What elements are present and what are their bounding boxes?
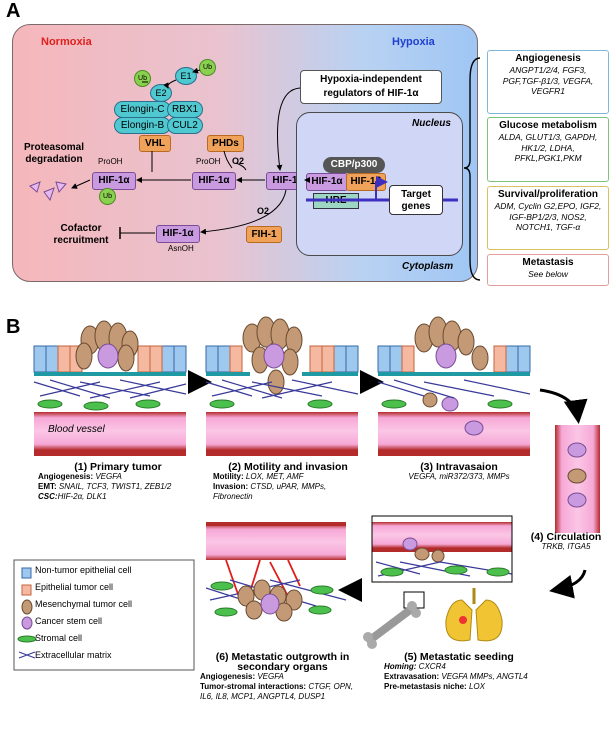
normoxia-label: Normoxia xyxy=(41,36,92,48)
vhl-box: VHL xyxy=(139,135,171,152)
step-1-caption: (1) Primary tumor Angiogenesis: VEGFA EM… xyxy=(38,462,198,502)
side-box-survival: Survival/proliferation ADM, Cyclin G2,EP… xyxy=(487,186,609,250)
side-title: Metastasis xyxy=(522,257,574,268)
hypoxia-label: Hypoxia xyxy=(392,36,435,48)
o2-label: O2 xyxy=(257,206,270,216)
ubiquitin-icon: Ub xyxy=(199,59,216,76)
step-title: (1) Primary tumor xyxy=(74,461,162,473)
o2-label: O2 xyxy=(232,156,245,166)
side-box-glucose: Glucose metabolism ALDA, GLUT1/3, GAPDH,… xyxy=(487,117,609,182)
step-title: (6) Metastatic outgrowth in secondary or… xyxy=(215,651,350,673)
cbp-p300: CBP/p300 xyxy=(323,157,385,173)
caption-genes: VEGFA MMPs, ANGTL4 xyxy=(441,672,528,681)
ubiquitin-icon: Ub xyxy=(134,70,151,87)
non-tumor-cell-icon xyxy=(21,567,32,579)
cofactor-recruitment-label: Cofactor recruitment xyxy=(53,223,109,246)
step-3-caption: (3) Intravasaion VEGFA, miR372/373, MMPs xyxy=(384,462,534,482)
caption-genes: VEGFA xyxy=(257,672,284,681)
blood-vessel-label: Blood vessel xyxy=(48,424,105,435)
side-genes: ALDA, GLUT1/3, GAPDH, HK1/2, LDHA, PFKL,… xyxy=(498,132,598,163)
legend-non-tumor: Non-tumor epithelial cell xyxy=(35,565,132,575)
side-genes: ANGPT1/2/4, FGF3, PGF,TGF-β1/3, VEGFA, V… xyxy=(502,65,594,96)
stem-cell-icon xyxy=(21,616,33,630)
pro-oh-label: ProOH xyxy=(98,157,123,166)
epithelial-tumor-cell-icon xyxy=(21,584,32,596)
scene-seeding xyxy=(363,515,513,649)
ecm-icon xyxy=(18,651,36,659)
panel-a-arrows xyxy=(71,57,481,281)
hif1a-hydroxylated: HIF-1α xyxy=(192,172,236,190)
side-title: Glucose metabolism xyxy=(499,120,597,131)
hypoxia-independent-regulators-box: Hypoxia-independent regulators of HIF-1α xyxy=(300,70,442,104)
panel-b-label: B xyxy=(6,316,21,338)
caption-key: Extravasation: xyxy=(384,672,442,681)
side-box-metastasis: Metastasis See below xyxy=(487,254,609,286)
hif1a-degraded: HIF-1α xyxy=(92,172,136,190)
scene-intravasation xyxy=(377,316,531,456)
scene-outgrowth xyxy=(205,522,347,622)
caption-genes: CXCR4 xyxy=(418,662,446,671)
side-title: Angiogenesis xyxy=(515,53,581,64)
step-title: (4) Circulation xyxy=(530,531,602,543)
side-box-angiogenesis: Angiogenesis ANGPT1/2/4, FGF3, PGF,TGF-β… xyxy=(487,50,609,114)
phds-box: PHDs xyxy=(207,135,244,152)
hif1a-asparaginyl: HIF-1α xyxy=(156,225,200,243)
caption-key: Angiogenesis: xyxy=(200,672,258,681)
legend-epithelial-tumor: Epithelial tumor cell xyxy=(35,582,114,592)
e1-enzyme: E1 xyxy=(175,67,197,85)
step-title: (3) Intravasaion xyxy=(420,461,498,473)
target-genes-box: Target genes xyxy=(389,185,443,215)
scene-motility xyxy=(205,316,359,456)
caption-key: Homing: xyxy=(384,662,419,671)
elongin-b: Elongin-B xyxy=(114,117,171,134)
caption-key: Tumor-stromal interactions: xyxy=(200,682,309,691)
panel-a-label: A xyxy=(6,0,21,22)
scene-primary-tumor xyxy=(33,320,187,456)
cytoplasm-label: Cytoplasm xyxy=(402,261,454,272)
caption-genes: CTGF, OPN, IL6, IL8, MCP1, ANGPTL4, DUSP… xyxy=(200,682,354,701)
proteasome-fragments-icon xyxy=(29,181,67,202)
mesenchymal-cell-icon xyxy=(21,599,33,615)
fih1-box: FIH-1 xyxy=(246,226,282,243)
step-4-caption: (4) Circulation TRKB, ITGA5 xyxy=(520,532,612,552)
cul2: CUL2 xyxy=(167,117,203,134)
asn-oh-label: AsnOH xyxy=(168,244,194,253)
caption-genes: LOX, MET, AMF xyxy=(245,472,304,481)
caption-key: Invasion: xyxy=(213,482,251,491)
caption-key: EMT: xyxy=(38,482,59,491)
side-genes: See below xyxy=(528,269,568,279)
caption-genes: VEGFA xyxy=(95,472,122,481)
caption-genes: HIF-2α, DLK1 xyxy=(57,492,107,501)
step-6-caption: (6) Metastatic outgrowth in secondary or… xyxy=(200,652,365,702)
caption-genes: VEGFA, miR372/373, MMPs xyxy=(408,472,510,481)
proteasomal-degradation-label: Proteasomal degradation xyxy=(23,142,85,165)
scene-circulation xyxy=(555,425,600,533)
caption-key: Pre-metastasis niche: xyxy=(384,682,469,691)
caption-genes: CTSD, uPAR, MMPs, Fibronectin xyxy=(213,482,327,501)
caption-key: Motility: xyxy=(213,472,246,481)
panel-b-illustration xyxy=(13,316,600,671)
caption-genes: LOX xyxy=(468,682,485,691)
pro-oh-label: ProOH xyxy=(196,157,221,166)
legend-ecm: Extracellular matrix xyxy=(35,650,112,660)
nucleus-label: Nucleus xyxy=(412,118,451,129)
caption-key: Angiogenesis: xyxy=(38,472,96,481)
side-title: Survival/proliferation xyxy=(497,189,599,200)
stromal-cell-icon xyxy=(17,635,37,643)
caption-genes: SNAIL, TCF3, TWIST1, ZEB1/2 xyxy=(58,482,172,491)
legend-mesenchymal: Mesenchymal tumor cell xyxy=(35,599,133,609)
ubiquitin-icon: Ub xyxy=(99,188,116,205)
side-genes: ADM, Cyclin G2,EPO, IGF2, IGF-BP1/2/3, N… xyxy=(494,201,602,232)
caption-genes: TRKB, ITGA5 xyxy=(541,542,591,551)
step-2-caption: (2) Motility and invasion Motility: LOX,… xyxy=(213,462,363,502)
caption-key: CSC: xyxy=(38,492,58,501)
step-title: (5) Metastatic seeding xyxy=(404,651,514,663)
legend-stromal: Stromal cell xyxy=(35,633,83,643)
step-title: (2) Motility and invasion xyxy=(228,461,348,473)
step-5-caption: (5) Metastatic seeding Homing: CXCR4 Ext… xyxy=(384,652,534,692)
legend-stem-cell: Cancer stem cell xyxy=(35,616,103,626)
